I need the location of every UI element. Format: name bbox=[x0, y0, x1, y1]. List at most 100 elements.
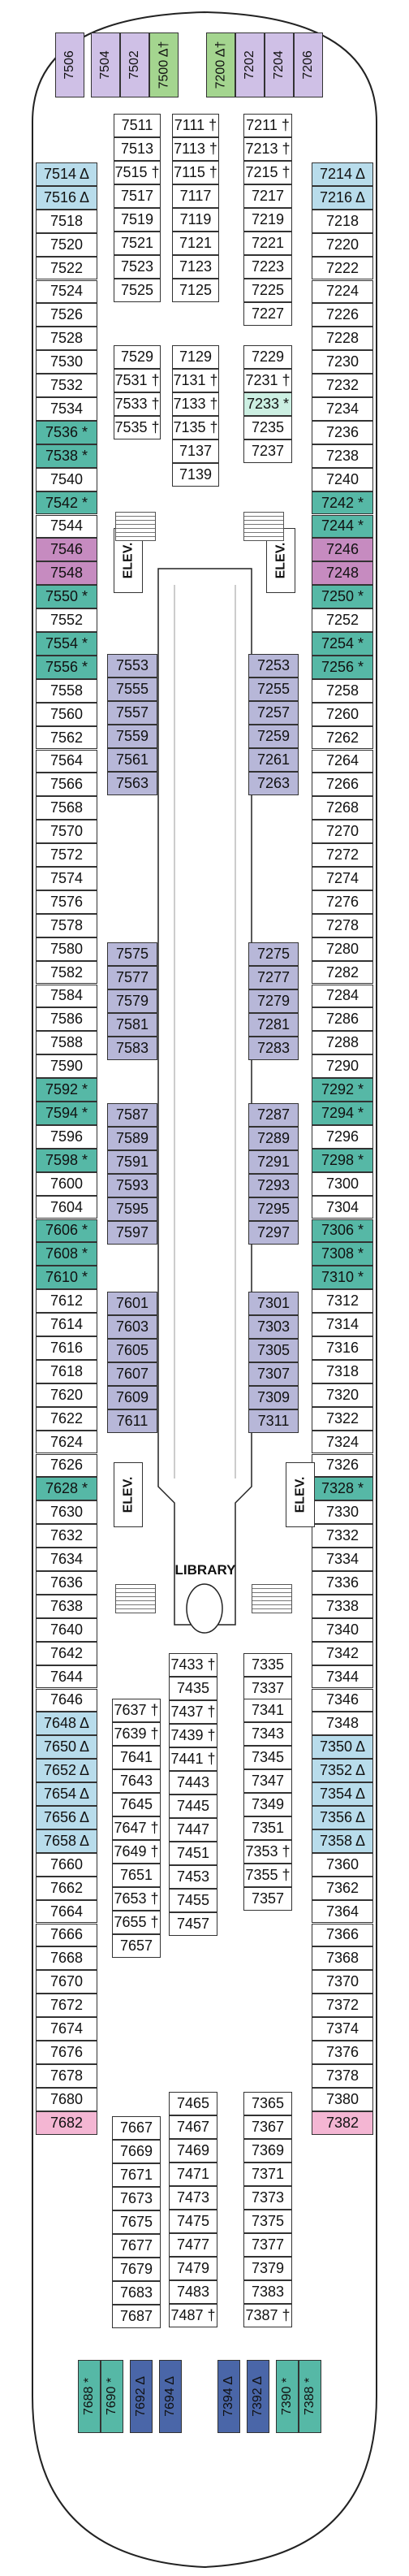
cabin-7582[interactable]: 7582 bbox=[36, 960, 97, 985]
cabin-7358[interactable]: 7358 Δ bbox=[312, 1829, 373, 1853]
cabin-7297[interactable]: 7297 bbox=[248, 1221, 299, 1245]
cabin-7523[interactable]: 7523 bbox=[114, 255, 161, 279]
cabin-7664[interactable]: 7664 bbox=[36, 1899, 97, 1924]
cabin-7447[interactable]: 7447 bbox=[169, 1818, 217, 1842]
cabin-7530[interactable]: 7530 bbox=[36, 350, 97, 374]
cabin-7632[interactable]: 7632 bbox=[36, 1524, 97, 1548]
cabin-7279[interactable]: 7279 bbox=[248, 989, 299, 1013]
cabin-7227[interactable]: 7227 bbox=[243, 302, 292, 326]
cabin-7240[interactable]: 7240 bbox=[312, 467, 373, 491]
cabin-7677[interactable]: 7677 bbox=[112, 2234, 161, 2258]
cabin-7687[interactable]: 7687 bbox=[112, 2305, 161, 2328]
cabin-7229[interactable]: 7229 bbox=[243, 345, 292, 369]
cabin-7558[interactable]: 7558 bbox=[36, 678, 97, 703]
cabin-7328[interactable]: 7328 * bbox=[312, 1477, 373, 1501]
cabin-7248[interactable]: 7248 bbox=[312, 561, 373, 586]
cabin-7382[interactable]: 7382 bbox=[312, 2111, 373, 2135]
cabin-7340[interactable]: 7340 bbox=[312, 1617, 373, 1642]
cabin-7341[interactable]: 7341 bbox=[243, 1699, 292, 1722]
cabin-7305[interactable]: 7305 bbox=[248, 1339, 299, 1362]
cabin-7304[interactable]: 7304 bbox=[312, 1195, 373, 1219]
cabin-7590[interactable]: 7590 bbox=[36, 1054, 97, 1079]
cabin-7667[interactable]: 7667 bbox=[112, 2116, 161, 2140]
cabin-7645[interactable]: 7645 bbox=[112, 1793, 161, 1816]
cabin-7453[interactable]: 7453 bbox=[169, 1865, 217, 1889]
cabin-7366[interactable]: 7366 bbox=[312, 1923, 373, 1947]
cabin-7261[interactable]: 7261 bbox=[248, 748, 299, 772]
cabin-7553[interactable]: 7553 bbox=[107, 654, 157, 678]
cabin-7119[interactable]: 7119 bbox=[172, 208, 219, 232]
cabin-7598[interactable]: 7598 * bbox=[36, 1148, 97, 1172]
cabin-7601[interactable]: 7601 bbox=[107, 1292, 157, 1315]
cabin-7469[interactable]: 7469 bbox=[169, 2139, 217, 2163]
cabin-7647[interactable]: 7647 † bbox=[112, 1816, 161, 1840]
cabin-7223[interactable]: 7223 bbox=[243, 255, 292, 279]
cabin-7293[interactable]: 7293 bbox=[248, 1174, 299, 1197]
cabin-7376[interactable]: 7376 bbox=[312, 2041, 373, 2064]
cabin-7303[interactable]: 7303 bbox=[248, 1315, 299, 1339]
cabin-7500[interactable]: 7500 Δ† bbox=[149, 32, 179, 97]
cabin-7660[interactable]: 7660 bbox=[36, 1852, 97, 1877]
cabin-7318[interactable]: 7318 bbox=[312, 1359, 373, 1383]
cabin-7674[interactable]: 7674 bbox=[36, 2017, 97, 2041]
cabin-7200[interactable]: 7200 Δ† bbox=[206, 32, 235, 97]
cabin-7550[interactable]: 7550 * bbox=[36, 585, 97, 609]
cabin-7620[interactable]: 7620 bbox=[36, 1383, 97, 1407]
cabin-7278[interactable]: 7278 bbox=[312, 913, 373, 937]
cabin-7637[interactable]: 7637 † bbox=[112, 1699, 161, 1722]
cabin-7666[interactable]: 7666 bbox=[36, 1923, 97, 1947]
cabin-7504[interactable]: 7504 bbox=[91, 32, 120, 97]
cabin-7560[interactable]: 7560 bbox=[36, 702, 97, 726]
cabin-7669[interactable]: 7669 bbox=[112, 2140, 161, 2163]
cabin-7546[interactable]: 7546 bbox=[36, 538, 97, 562]
cabin-7473[interactable]: 7473 bbox=[169, 2186, 217, 2210]
cabin-7308[interactable]: 7308 * bbox=[312, 1242, 373, 1266]
cabin-7270[interactable]: 7270 bbox=[312, 820, 373, 844]
cabin-7506[interactable]: 7506 bbox=[55, 32, 84, 97]
cabin-7535[interactable]: 7535 † bbox=[114, 416, 161, 439]
cabin-7517[interactable]: 7517 bbox=[114, 184, 161, 208]
cabin-7673[interactable]: 7673 bbox=[112, 2187, 161, 2210]
cabin-7487[interactable]: 7487 † bbox=[169, 2304, 217, 2327]
cabin-7314[interactable]: 7314 bbox=[312, 1313, 373, 1336]
cabin-7657[interactable]: 7657 bbox=[112, 1934, 161, 1958]
cabin-7643[interactable]: 7643 bbox=[112, 1769, 161, 1793]
cabin-7650[interactable]: 7650 Δ bbox=[36, 1735, 97, 1760]
cabin-7519[interactable]: 7519 bbox=[114, 208, 161, 232]
cabin-7131[interactable]: 7131 † bbox=[172, 369, 219, 392]
cabin-7630[interactable]: 7630 bbox=[36, 1500, 97, 1525]
cabin-7286[interactable]: 7286 bbox=[312, 1007, 373, 1032]
cabin-7604[interactable]: 7604 bbox=[36, 1195, 97, 1219]
cabin-7206[interactable]: 7206 bbox=[294, 32, 323, 97]
cabin-7256[interactable]: 7256 * bbox=[312, 655, 373, 679]
cabin-7652[interactable]: 7652 Δ bbox=[36, 1759, 97, 1783]
cabin-7624[interactable]: 7624 bbox=[36, 1430, 97, 1454]
cabin-7277[interactable]: 7277 bbox=[248, 966, 299, 989]
cabin-7316[interactable]: 7316 bbox=[312, 1336, 373, 1360]
cabin-7540[interactable]: 7540 bbox=[36, 467, 97, 491]
cabin-7610[interactable]: 7610 * bbox=[36, 1266, 97, 1290]
cabin-7694[interactable]: 7694 Δ bbox=[159, 2360, 182, 2433]
cabin-7233[interactable]: 7233 * bbox=[243, 392, 292, 416]
cabin-7591[interactable]: 7591 bbox=[107, 1150, 157, 1174]
cabin-7577[interactable]: 7577 bbox=[107, 966, 157, 989]
cabin-7608[interactable]: 7608 * bbox=[36, 1242, 97, 1266]
cabin-7634[interactable]: 7634 bbox=[36, 1548, 97, 1571]
cabin-7139[interactable]: 7139 bbox=[172, 463, 219, 487]
cabin-7356[interactable]: 7356 Δ bbox=[312, 1806, 373, 1829]
cabin-7564[interactable]: 7564 bbox=[36, 749, 97, 773]
cabin-7622[interactable]: 7622 bbox=[36, 1406, 97, 1431]
cabin-7228[interactable]: 7228 bbox=[312, 327, 373, 351]
cabin-7388[interactable]: 7388 * bbox=[299, 2360, 321, 2433]
cabin-7260[interactable]: 7260 bbox=[312, 702, 373, 726]
cabin-7390[interactable]: 7390 * bbox=[276, 2360, 299, 2433]
cabin-7532[interactable]: 7532 bbox=[36, 374, 97, 397]
cabin-7638[interactable]: 7638 bbox=[36, 1594, 97, 1618]
cabin-7380[interactable]: 7380 bbox=[312, 2087, 373, 2111]
cabin-7280[interactable]: 7280 bbox=[312, 937, 373, 961]
cabin-7372[interactable]: 7372 bbox=[312, 1994, 373, 2018]
cabin-7250[interactable]: 7250 * bbox=[312, 585, 373, 609]
cabin-7392[interactable]: 7392 Δ bbox=[247, 2360, 269, 2433]
cabin-7202[interactable]: 7202 bbox=[235, 32, 265, 97]
cabin-7215[interactable]: 7215 † bbox=[243, 161, 292, 184]
